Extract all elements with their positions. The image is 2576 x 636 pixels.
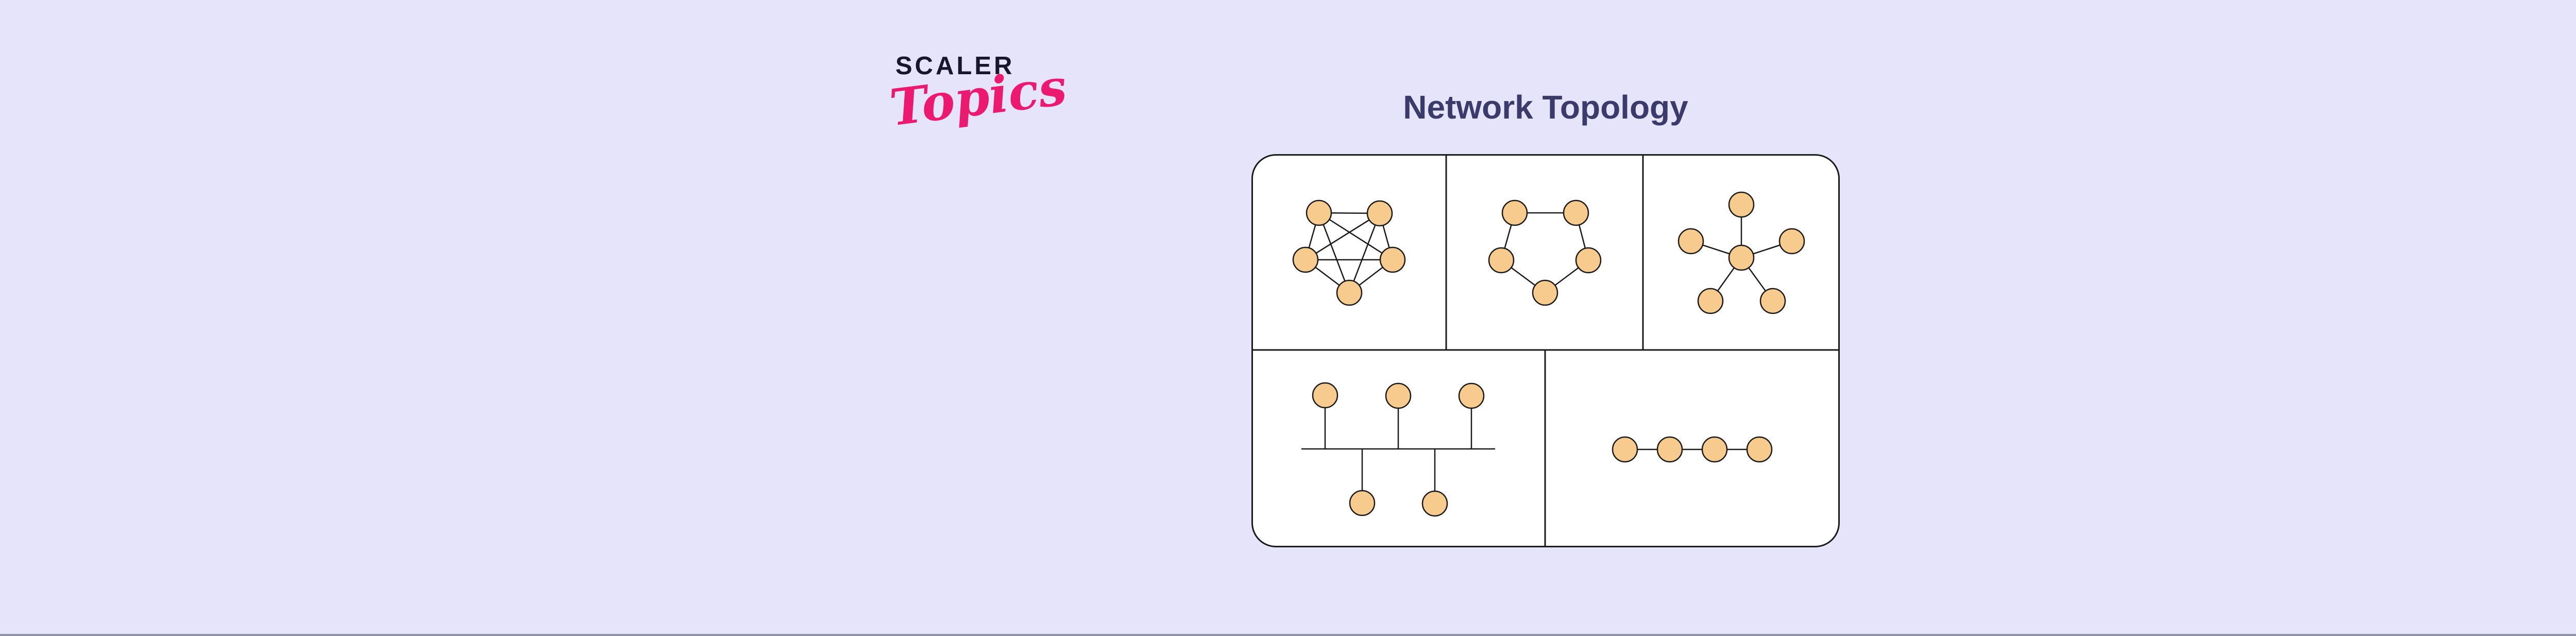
network-node xyxy=(1759,288,1786,314)
network-node xyxy=(1746,436,1773,463)
network-node xyxy=(1385,382,1412,409)
network-node xyxy=(1501,199,1528,226)
network-node xyxy=(1575,247,1602,274)
network-node xyxy=(1458,382,1485,409)
network-node xyxy=(1349,490,1376,516)
topology-svg xyxy=(1251,154,1840,547)
page-title: Network Topology xyxy=(1403,89,1688,126)
network-node xyxy=(1488,247,1515,274)
network-node xyxy=(1612,436,1638,463)
network-node xyxy=(1292,246,1319,273)
network-node xyxy=(1728,244,1755,271)
network-node xyxy=(1366,200,1393,227)
topology-board xyxy=(1251,154,1840,547)
scaler-topics-logo: SCALER Topics xyxy=(887,52,1070,137)
network-node xyxy=(1778,228,1805,255)
network-node xyxy=(1312,382,1338,409)
network-node xyxy=(1563,199,1589,226)
network-edge xyxy=(1305,212,1380,261)
logo-brand-text: SCALER xyxy=(895,52,1015,80)
network-node xyxy=(1697,288,1724,314)
network-edge xyxy=(1318,212,1350,293)
network-node xyxy=(1379,246,1406,273)
network-node xyxy=(1677,228,1704,255)
ring-topology-diagram xyxy=(1488,199,1602,306)
network-edge xyxy=(1348,213,1381,293)
network-node xyxy=(1728,191,1755,218)
network-edge xyxy=(1318,212,1393,261)
network-node xyxy=(1306,199,1332,226)
linear-topology-diagram xyxy=(1612,436,1773,463)
star-topology-diagram xyxy=(1677,191,1805,314)
footer-strip xyxy=(0,634,2576,636)
network-node xyxy=(1421,490,1448,517)
mesh-topology-diagram xyxy=(1292,199,1406,306)
network-node xyxy=(1701,436,1728,463)
network-node xyxy=(1656,436,1683,463)
network-node xyxy=(1532,279,1558,306)
network-node xyxy=(1336,279,1363,306)
bus-topology-diagram xyxy=(1301,382,1495,517)
